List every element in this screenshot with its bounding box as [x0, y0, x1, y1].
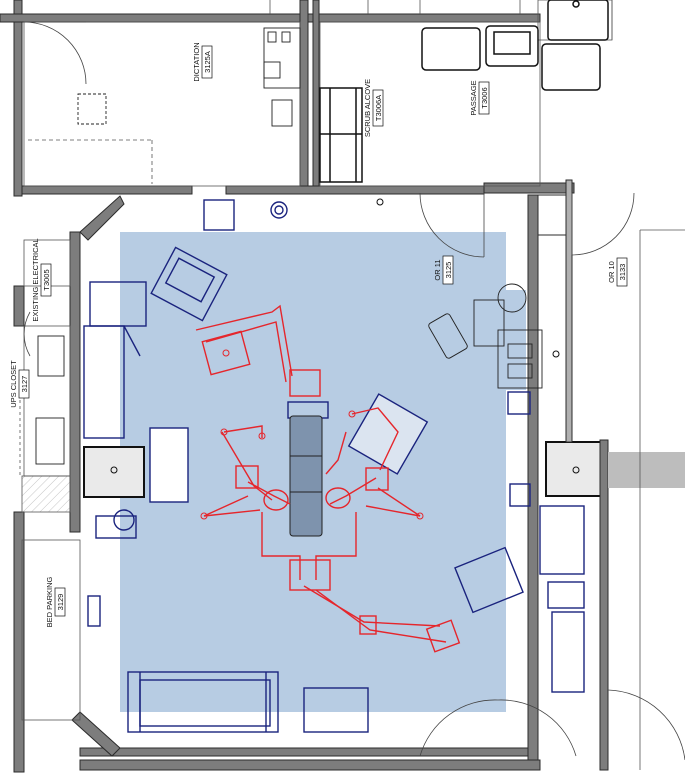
- cabinet-right-3: [551, 611, 585, 693]
- room-name-passage: PASSAGE: [469, 80, 478, 115]
- equipment-cabinet-top: [203, 199, 235, 231]
- room-label-passage: PASSAGE T3006: [469, 80, 490, 116]
- back-table: [303, 687, 369, 733]
- room-number-bed-parking: 3129: [56, 594, 65, 611]
- room-name-or-11: OR 11: [433, 259, 442, 280]
- room-label-ups-closet: UPS CLOSET 3127: [9, 360, 30, 408]
- scrub-sinks: [319, 87, 363, 183]
- room-number-dictation: 3125A: [203, 51, 212, 73]
- arm-console-link: [195, 304, 293, 377]
- room-name-existing-electrical: EXISTING ELECTRICAL: [31, 238, 40, 321]
- room-name-dictation: DICTATION: [192, 42, 201, 81]
- room-name-ups-closet: UPS CLOSET: [9, 360, 18, 408]
- room-number-or-11: 3125: [444, 262, 453, 279]
- room-label-or-11: OR 11 3125: [433, 255, 454, 285]
- room-number-scrub-alcove: T3006A: [374, 95, 383, 121]
- passage-equipment: [421, 0, 609, 91]
- room-label-or-10: OR 10 3133: [607, 257, 628, 287]
- cabinet-right-2: [547, 581, 585, 609]
- robot-console: [150, 246, 228, 322]
- operating-table: [289, 415, 323, 537]
- anesthesia-equipment: [35, 283, 543, 465]
- robot-arms: [195, 304, 461, 653]
- room-label-scrub-alcove: SCRUB ALCOVE T3006A: [363, 79, 384, 137]
- walls: [0, 0, 609, 773]
- vision-cart: [454, 546, 524, 614]
- or-floor-extension: [506, 290, 526, 390]
- corridor-marker: [608, 452, 685, 488]
- cabinet-right-1: [539, 505, 585, 575]
- room-label-bed-parking: BED PARKING 3129: [45, 576, 66, 627]
- dictation-furniture: [77, 27, 301, 127]
- column-markers: [110, 198, 580, 474]
- room-name-scrub-alcove: SCRUB ALCOVE: [363, 79, 372, 137]
- room-number-existing-electrical: T3005: [42, 269, 51, 290]
- monitor-tower: [347, 393, 429, 475]
- supply-cabinet-left: [149, 427, 189, 503]
- room-number-passage: T3006: [480, 87, 489, 108]
- room-name-or-10: OR 10: [607, 261, 616, 283]
- room-number-ups-closet: 3127: [20, 376, 29, 393]
- room-label-existing-electrical: EXISTING ELECTRICAL T3005: [31, 238, 52, 322]
- hatched-area-electrical: [21, 475, 71, 513]
- robot-arm-joints: [200, 349, 424, 520]
- room-label-dictation: DICTATION 3125A: [192, 42, 213, 82]
- room-name-bed-parking: BED PARKING: [45, 576, 54, 627]
- room-number-or-10: 3133: [618, 264, 627, 281]
- fixed-equipment: [83, 199, 585, 733]
- door-swings: [23, 21, 685, 761]
